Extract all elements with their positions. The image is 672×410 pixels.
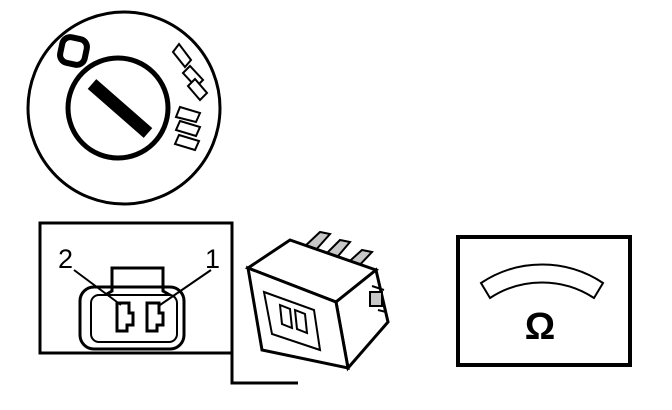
switch-position-0 [57, 34, 90, 68]
terminal-label-1: 1 [205, 244, 220, 274]
meter-ohm-symbol: Ω [525, 306, 555, 348]
terminal-1 [145, 301, 165, 333]
connector-icon [244, 230, 390, 372]
ohmmeter-icon: Ω [456, 235, 632, 367]
terminal-label-2: 2 [58, 244, 73, 274]
switch-position-II [181, 64, 209, 102]
meter-frame [456, 235, 632, 367]
connector-detail: 2 1 [38, 221, 298, 385]
detail-frame [38, 221, 298, 385]
ignition-switch-icon [26, 10, 222, 206]
terminal-2 [115, 301, 135, 333]
meter-scale-arc [479, 263, 605, 300]
switch-key-slot [87, 79, 153, 138]
connector-front-terminals [278, 303, 309, 335]
switch-position-I [171, 42, 193, 69]
switch-position-III [173, 105, 202, 152]
connector-face: 2 1 [58, 244, 220, 351]
